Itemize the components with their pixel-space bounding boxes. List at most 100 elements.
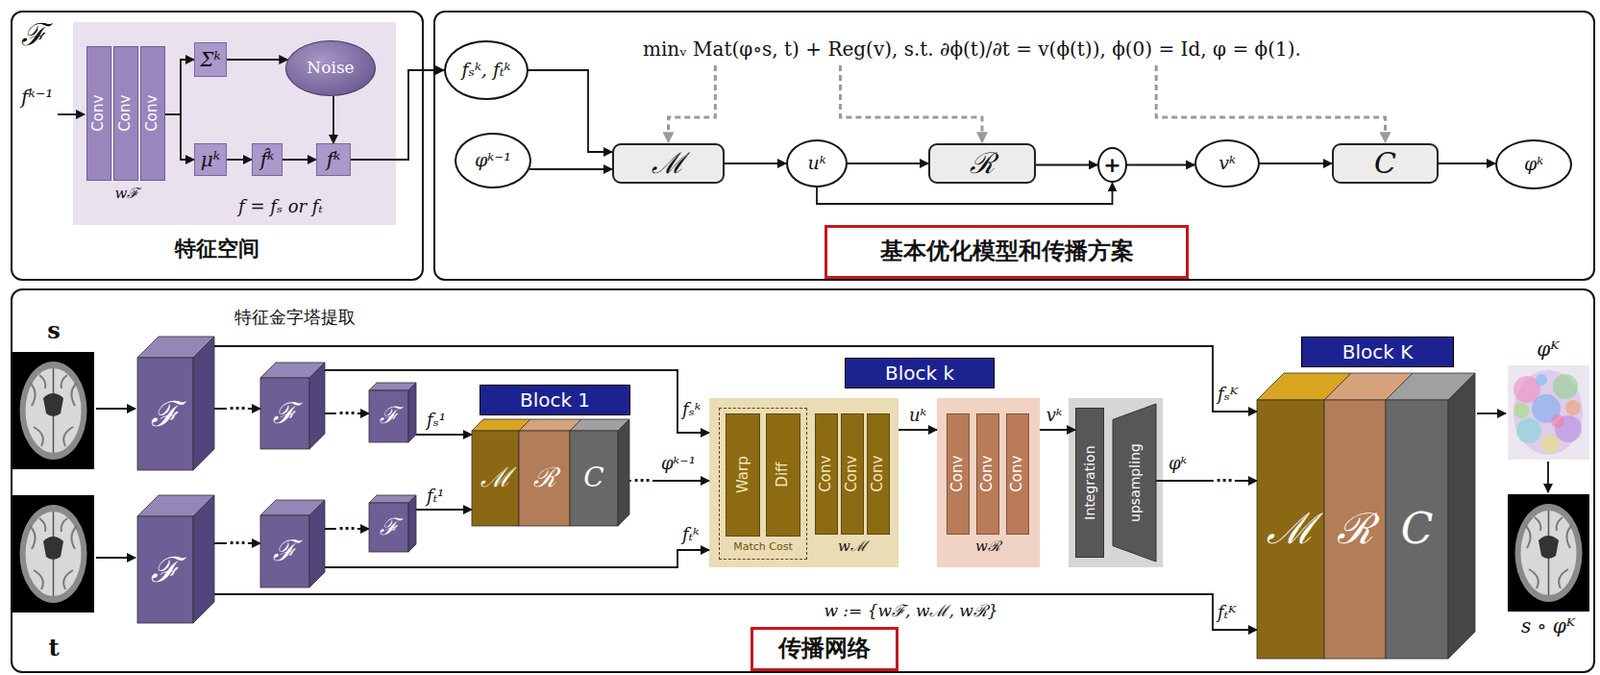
deformation-field-image	[1507, 365, 1590, 460]
cube-side	[309, 499, 325, 588]
node-text: φᵏ⁻¹	[474, 149, 512, 172]
ellipsis-mark: ···	[226, 399, 248, 418]
node-text: ℛ	[533, 462, 557, 493]
connector-arrow	[1156, 479, 1257, 482]
node-text: minᵥ Mat(φ∘s, t) + Reg(v), s.t. ∂ϕ(t)/∂t…	[642, 38, 1302, 61]
edge-label: fₛᴷ	[1217, 384, 1238, 405]
node-text: ℛ	[1336, 504, 1374, 554]
feature-region-fill	[73, 22, 396, 225]
feature-cube: ℱ	[369, 494, 417, 552]
match-cost-box: Match CostWarpDiff	[718, 407, 808, 560]
match-cube: ℳ	[1256, 372, 1325, 659]
edge-label: vᵏ	[1046, 405, 1063, 426]
edge-label: fₜᵏ	[682, 524, 700, 545]
feature-space-panel: 特征空间wℱf = fₛ or fₜConvConvConvΣᵏμᵏf̂ᵏfᵏN…	[10, 10, 424, 281]
conv-layer: Conv	[840, 413, 864, 535]
cube-front	[137, 357, 194, 470]
ellipsis-mark: ···	[336, 404, 358, 422]
node-text: upsampling	[1126, 443, 1142, 522]
cube-front	[1385, 399, 1449, 659]
node-text: ℳ	[1266, 504, 1316, 554]
connector-arrow	[165, 59, 195, 115]
node-text: Conv	[869, 455, 887, 493]
node-text: Conv	[117, 95, 134, 132]
sigma-box: Σᵏ	[194, 42, 227, 77]
node-text: vᵏ	[1218, 152, 1236, 174]
node-text: ℱ	[150, 393, 180, 434]
cube-side	[408, 494, 417, 552]
node-text: Conv	[817, 455, 835, 493]
symbol-label: w := {wℱ, wℳ, wℛ}	[823, 601, 998, 621]
edge-label: fₛᵏ	[682, 399, 701, 420]
node-text: Conv	[979, 455, 996, 493]
edge-label: fₛ¹	[426, 410, 446, 431]
edge-label: φᵏ⁻¹	[661, 453, 696, 474]
feature-cube: ℱ	[260, 362, 325, 449]
connector-arrow	[416, 433, 472, 436]
connector-arrow	[847, 162, 929, 165]
feature-cube: ℱ	[369, 382, 417, 443]
block-label: Block 1	[479, 384, 631, 416]
node-text: Conv	[949, 455, 966, 493]
symbol-label: φᴷ	[1536, 338, 1559, 361]
cube-front	[518, 430, 570, 526]
diff-layer: Diff	[765, 413, 801, 537]
node-text: ℳ	[480, 462, 512, 493]
ellipsis-mark: ···	[1213, 471, 1235, 490]
node-text: Match Cost	[733, 541, 793, 554]
match-module-box: ℳ	[612, 143, 725, 184]
node-text: ℱ	[272, 534, 297, 568]
node-text: Σᵏ	[199, 49, 221, 72]
conv-layer: Conv	[113, 46, 139, 181]
node-text: fᵏ	[326, 148, 342, 172]
node-text: Conv	[843, 455, 861, 493]
velocity-ellipse: vᵏ	[1194, 139, 1260, 188]
ellipsis-mark: ···	[336, 519, 358, 538]
regularizer-cube: ℛ	[518, 418, 570, 526]
regularizer-region-fill	[936, 397, 1040, 567]
node-text: Block K	[1342, 341, 1414, 364]
feature-module-region: wℱf = fₛ or fₜConvConvConvΣᵏμᵏf̂ᵏfᵏNoise	[73, 22, 396, 225]
connector-arrow	[1259, 162, 1332, 165]
input-arrow	[96, 407, 136, 410]
cube-side	[193, 494, 215, 623]
deformation-ellipse: φᵏ	[1495, 139, 1573, 190]
output-arrow	[1547, 461, 1550, 493]
node-text: Conv	[90, 95, 107, 132]
conv-layer: Conv	[866, 413, 890, 535]
node-text: uᵏ	[807, 152, 826, 174]
ellipsis-mark: ···	[631, 471, 653, 490]
connector-arrow	[324, 549, 710, 567]
dashed-leader	[668, 65, 716, 143]
connector-arrow	[332, 96, 335, 144]
output-arrow	[1476, 412, 1506, 415]
cube-front	[1324, 399, 1386, 659]
node-text: ℱ	[379, 402, 399, 430]
node-text: 特征空间	[174, 236, 260, 261]
optimization-panel: minᵥ Mat(φ∘s, t) + Reg(v), s.t. ∂ϕ(t)/∂t…	[433, 10, 1596, 281]
warped-brain-image	[1507, 493, 1590, 612]
symbol-label: ℱ	[21, 17, 47, 53]
conv-layer: Conv	[140, 46, 166, 181]
node-text: Diff	[774, 462, 791, 488]
node-text: ℳ	[651, 147, 686, 181]
match-cube: ℳ	[471, 418, 519, 526]
composition-cube: C	[1385, 372, 1476, 659]
node-text: Integration	[1082, 444, 1098, 519]
connector-arrow	[226, 58, 288, 61]
input-arrow	[57, 113, 85, 116]
node-text: f = fₛ or fₜ	[238, 196, 323, 218]
input-arrow	[96, 556, 136, 559]
connector-arrow	[416, 508, 472, 511]
node-text: Noise	[306, 58, 354, 78]
edge-label: fₜ¹	[426, 486, 444, 507]
edge-label: φᵏ	[1168, 453, 1187, 474]
node-text: Block 1	[519, 389, 591, 412]
deformation-ellipse: φᵏ⁻¹	[454, 132, 532, 189]
symbol-label: s	[47, 317, 61, 345]
connector-arrow	[1127, 164, 1195, 167]
conv-layer: Conv	[976, 413, 1000, 535]
connector-arrow	[724, 162, 787, 165]
cube-side	[408, 382, 417, 443]
cube-side	[309, 362, 325, 449]
